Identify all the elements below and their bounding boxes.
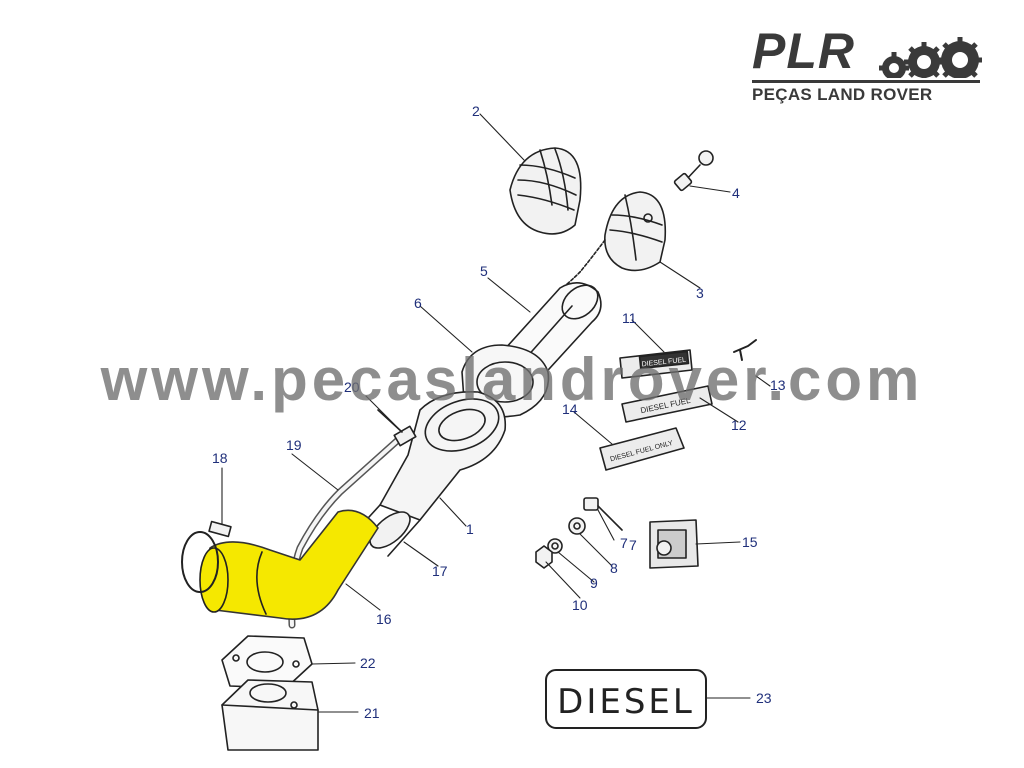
callout-14: 14 — [562, 401, 578, 417]
callout-12: 12 — [731, 417, 747, 433]
callout-2: 2 — [472, 103, 480, 119]
callout-5: 5 — [480, 263, 488, 279]
screw-part-7 — [583, 497, 623, 531]
callout-18: 18 — [212, 450, 228, 466]
callout-22: 22 — [360, 655, 376, 671]
callout-10: 10 — [572, 597, 588, 613]
hose-clamp-part-18 — [181, 520, 232, 593]
access-door-part-15 — [649, 519, 699, 569]
washer-part-8 — [568, 517, 586, 535]
filler-neck-part-1 — [347, 391, 507, 557]
retaining-clip-part-13 — [733, 339, 757, 361]
hose-clip-part-17 — [369, 511, 411, 549]
fitting-part-20 — [377, 409, 417, 447]
leader-lines — [221, 113, 771, 713]
locking-cap-part-3 — [561, 191, 667, 289]
logo-brand: PLR — [752, 23, 855, 79]
diesel-plate-part-23 — [545, 669, 707, 729]
callout-11: 11 — [622, 310, 637, 326]
callout-19: 19 — [286, 437, 302, 453]
callout-7b: 7 — [629, 537, 637, 553]
callout-1: 1 — [466, 521, 474, 537]
label-11-text: DIESEL FUEL — [641, 357, 686, 369]
washer-part-9 — [547, 538, 563, 554]
label-plate-part-11 — [619, 349, 693, 379]
diesel-plate-text: DIESEL — [557, 682, 695, 722]
label-plate-part-12 — [621, 385, 713, 423]
callout-3: 3 — [696, 285, 704, 301]
callout-4: 4 — [732, 185, 740, 201]
callout-7: 7 — [620, 535, 628, 551]
callout-6: 6 — [414, 295, 422, 311]
callout-8: 8 — [610, 560, 618, 576]
nut-part-10 — [535, 545, 553, 569]
logo-divider — [752, 80, 980, 83]
callout-21: 21 — [364, 705, 380, 721]
callout-15: 15 — [742, 534, 758, 550]
fuel-cap-part-2 — [509, 147, 582, 235]
logo-tagline: PEÇAS LAND ROVER — [752, 85, 933, 104]
key-part-4 — [673, 150, 714, 192]
callout-23: 23 — [756, 690, 772, 706]
spacer-block-part-21 — [221, 679, 319, 751]
callout-17: 17 — [432, 563, 448, 579]
callout-13: 13 — [770, 377, 786, 393]
label-plate-part-14 — [599, 427, 685, 471]
callout-20: 20 — [344, 379, 360, 395]
callout-9: 9 — [590, 575, 598, 591]
callout-16: 16 — [376, 611, 392, 627]
